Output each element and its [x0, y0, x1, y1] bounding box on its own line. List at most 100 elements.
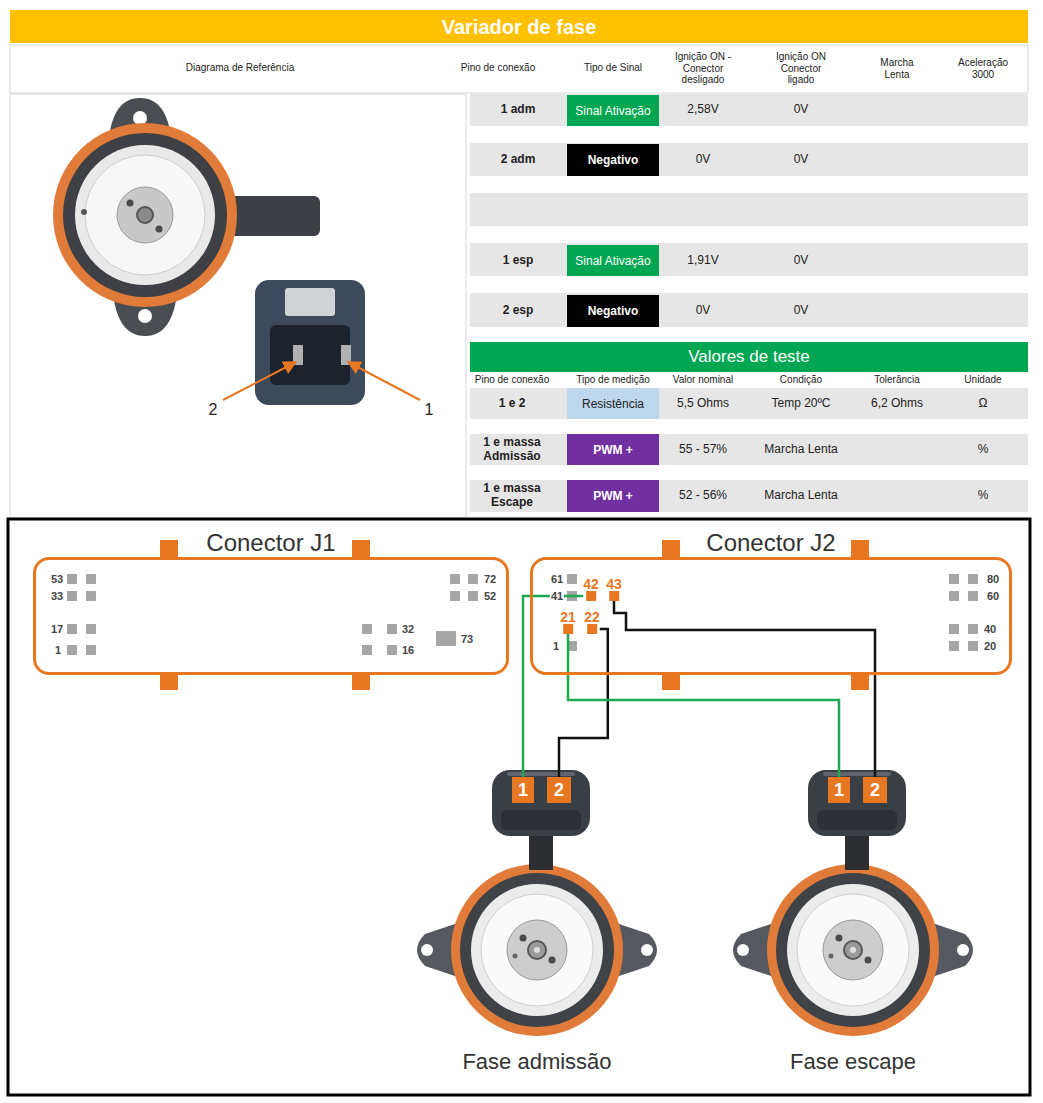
signal-type-box: Sinal Ativação	[567, 95, 659, 126]
pin-square	[949, 624, 959, 634]
table-cell: Valor nominal	[673, 374, 733, 386]
table-cell: 2,58V	[687, 103, 718, 117]
table-row	[470, 388, 1028, 419]
pin-number: 72	[483, 573, 497, 586]
pin-square	[436, 631, 456, 646]
callout-number: 2	[209, 401, 218, 419]
center-plate	[117, 187, 173, 243]
box-text: 1	[834, 780, 844, 801]
pin-square	[949, 574, 959, 584]
pin-square	[567, 591, 577, 601]
table-cell: 1 e massa Escape	[476, 482, 548, 510]
connector-pin: 43	[606, 577, 622, 601]
pin-number: 42	[583, 577, 599, 591]
table-cell: Ω	[979, 397, 988, 411]
box-text: Sinal Ativação	[575, 104, 650, 118]
pin-square	[968, 591, 978, 601]
connector-title: Conector J1	[198, 529, 343, 557]
connector-pins	[67, 574, 978, 655]
pin-number: 21	[560, 610, 576, 624]
measure-type-box: Resistência	[567, 388, 659, 419]
table-row	[470, 193, 1028, 226]
table-cell: 1 e massa Admissão	[476, 436, 548, 464]
table-cell: 0V	[794, 254, 809, 268]
pin-square	[949, 591, 959, 601]
pin-square	[387, 624, 397, 634]
wire	[568, 634, 839, 777]
table-cell: 6,2 Ohms	[871, 397, 923, 411]
reference-plug	[223, 280, 420, 405]
part-caption: Fase escape	[790, 1049, 916, 1074]
table-cell: %	[978, 489, 989, 503]
pin-square	[968, 641, 978, 651]
connector-tab	[160, 540, 178, 557]
plate-hole	[156, 226, 163, 233]
connector-tab	[662, 540, 680, 557]
pin-square	[968, 574, 978, 584]
callout-number: 1	[425, 401, 434, 419]
wire	[614, 601, 875, 777]
part-caption: Fase admissão	[462, 1049, 611, 1074]
table-cell: Tipo de Sinal	[584, 62, 642, 74]
reference-cell	[10, 94, 466, 518]
table-cell: Unidade	[964, 374, 1001, 386]
connector-title: Conector J2	[698, 529, 843, 557]
pin-number: 73	[460, 633, 474, 646]
pin-square	[586, 591, 596, 601]
connector-tab	[352, 675, 370, 690]
box-text: PWM +	[593, 443, 633, 457]
signal-type-box: Negativo	[567, 144, 659, 176]
table-cell: 0V	[696, 304, 711, 318]
connector-pin: 22	[584, 610, 600, 634]
table-cell: 5,5 Ohms	[677, 397, 729, 411]
pin-square	[567, 641, 577, 651]
pin-square	[86, 645, 96, 655]
pin-square	[362, 624, 372, 634]
table-row	[470, 143, 1028, 176]
table-cell: 1 adm	[501, 103, 536, 117]
connector-tab	[160, 675, 178, 690]
table-cell: 2 adm	[501, 153, 536, 167]
plug-latch	[285, 288, 335, 316]
solenoid	[417, 864, 657, 1036]
mount-hole	[138, 309, 152, 323]
pin-square	[468, 574, 478, 584]
connector-pin: 42	[583, 577, 599, 601]
plate-hole	[127, 200, 134, 207]
connector-tab	[851, 540, 869, 557]
table-row	[470, 293, 1028, 327]
table-cell: 0V	[794, 153, 809, 167]
plug-pin: 2	[863, 777, 887, 803]
table-cell: Pino de conexão	[461, 62, 536, 74]
connector-tab	[662, 675, 680, 690]
center-bearing	[137, 207, 153, 223]
connector-tab	[352, 540, 370, 557]
pin-number: 33	[50, 590, 64, 603]
pin-number: 53	[50, 573, 64, 586]
plug-cavity	[270, 325, 350, 385]
connector-pin: 21	[560, 610, 576, 634]
pin-number: 20	[983, 640, 997, 653]
leader-arrow	[223, 362, 296, 400]
pin-square	[567, 574, 577, 584]
box-text: PWM +	[593, 489, 633, 503]
leader-arrow	[348, 362, 420, 400]
ecu-connector: Conector J1	[33, 557, 509, 675]
table-cell: Condição	[780, 374, 822, 386]
pin-square	[362, 645, 372, 655]
pin-number: 43	[606, 577, 622, 591]
measure-type-box: PWM +	[567, 480, 659, 512]
pin-square	[387, 645, 397, 655]
plug-body	[255, 280, 365, 405]
pin-square	[67, 591, 77, 601]
diagram-frame	[8, 519, 1030, 1095]
solenoid-body	[63, 133, 227, 297]
table-row	[470, 434, 1028, 465]
box-text: 2	[870, 780, 880, 801]
table-cell: 1,91V	[687, 254, 718, 268]
table-cell: Tipo de medição	[576, 374, 650, 386]
table-cell: Tolerância	[874, 374, 920, 386]
mount-hole	[133, 111, 147, 125]
pin-square	[86, 624, 96, 634]
